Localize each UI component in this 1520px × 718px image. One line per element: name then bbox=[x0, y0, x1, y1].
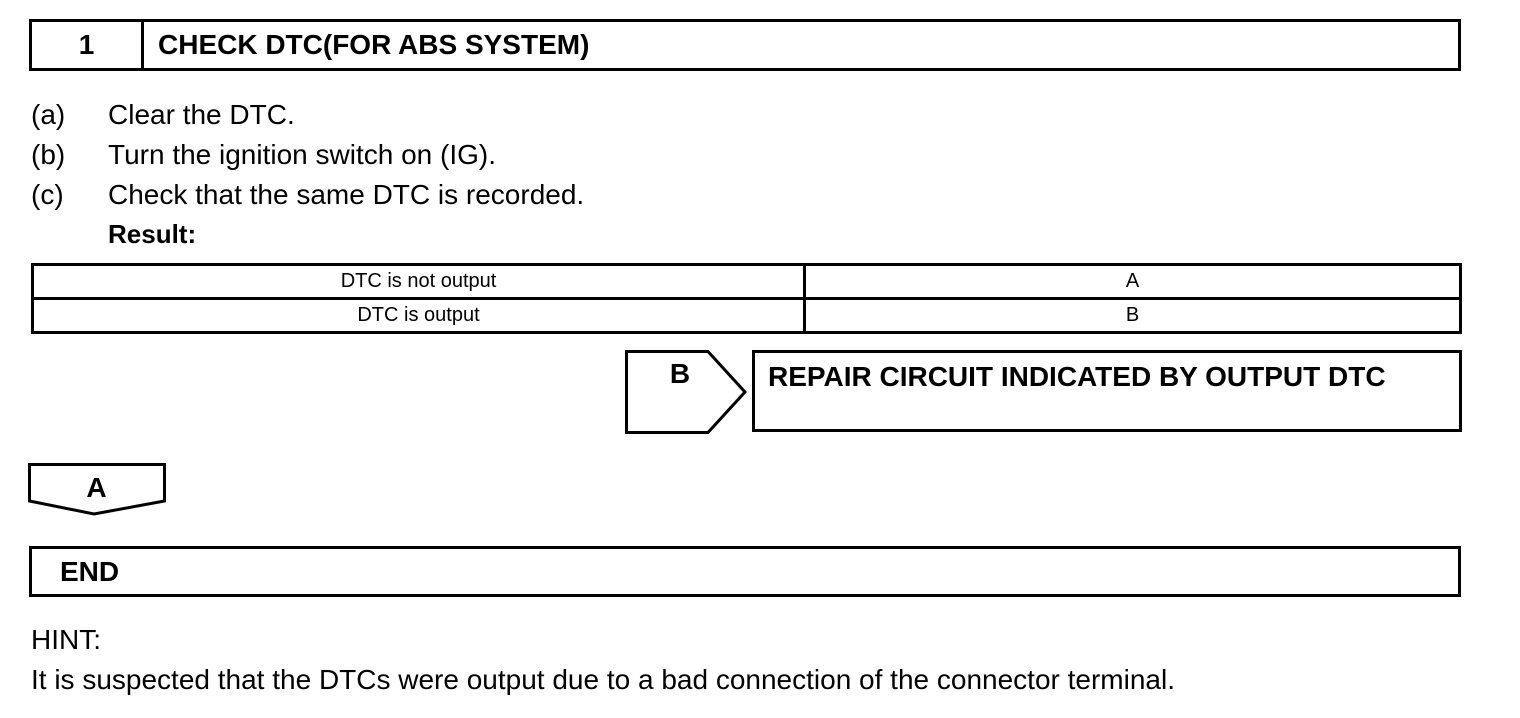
instruction-text-c: Check that the same DTC is recorded. bbox=[108, 179, 585, 210]
result-table: DTC is not output A DTC is output B bbox=[31, 263, 1462, 334]
branch-a-label: A bbox=[86, 472, 107, 503]
instruction-marker-a: (a) bbox=[31, 99, 66, 130]
step-number: 1 bbox=[32, 22, 144, 68]
branch-b-arrow-icon bbox=[625, 350, 748, 434]
table-row: DTC is output B bbox=[31, 297, 1462, 334]
table-row: DTC is not output A bbox=[31, 263, 1462, 300]
table-cell-condition: DTC is output bbox=[31, 297, 806, 334]
branch-a-arrow-icon bbox=[28, 463, 166, 516]
table-cell-result: B bbox=[803, 297, 1462, 334]
end-box: END bbox=[29, 546, 1461, 597]
repair-action-text: REPAIR CIRCUIT INDICATED BY OUTPUT DTC bbox=[768, 361, 1386, 392]
hint-text: It is suspected that the DTCs were outpu… bbox=[31, 664, 1175, 695]
branch-b-label: B bbox=[669, 358, 691, 389]
instruction-text-b: Turn the ignition switch on (IG). bbox=[108, 139, 497, 170]
result-label: Result: bbox=[108, 219, 197, 249]
instruction-marker-c: (c) bbox=[31, 179, 64, 210]
table-cell-condition: DTC is not output bbox=[31, 263, 806, 300]
table-cell-result: A bbox=[803, 263, 1462, 300]
repair-action-box: REPAIR CIRCUIT INDICATED BY OUTPUT DTC bbox=[752, 350, 1462, 432]
step-title: CHECK DTC(FOR ABS SYSTEM) bbox=[158, 29, 590, 60]
instruction-marker-b: (b) bbox=[31, 139, 66, 170]
end-label: END bbox=[60, 555, 120, 587]
hint-label: HINT: bbox=[31, 624, 101, 655]
step-header: 1 CHECK DTC(FOR ABS SYSTEM) bbox=[29, 19, 1461, 71]
instruction-text-a: Clear the DTC. bbox=[108, 99, 295, 130]
